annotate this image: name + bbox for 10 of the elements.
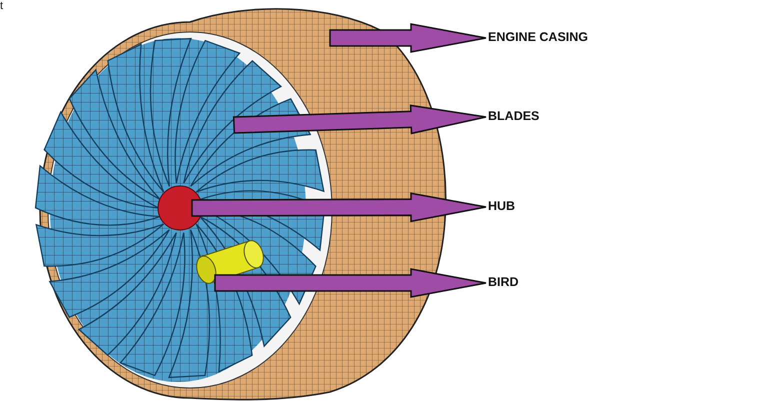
arrow [329,23,487,53]
arrow [232,104,487,134]
arrow [214,268,487,298]
part-label: BIRD [488,275,519,290]
fan-blades-drawing [34,32,332,388]
part-label: ENGINE CASING [488,30,588,45]
arrow [191,192,487,222]
text-fragment: t [0,0,4,12]
part-label: HUB [488,199,516,214]
part-label: BLADES [488,109,540,124]
